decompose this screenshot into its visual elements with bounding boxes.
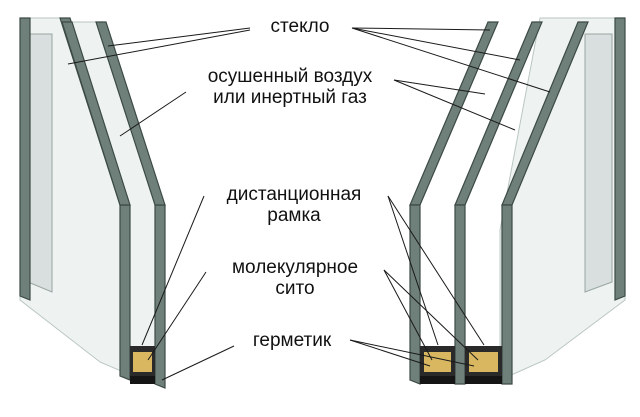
label-molecular-sieve: молекулярное сито [231, 257, 359, 299]
right-glass-slope-1 [409, 21, 499, 206]
label-sealant: герметик [252, 330, 332, 351]
leader-lines [67, 27, 551, 381]
label-gas: осушенный воздух или инертный газ [207, 66, 373, 108]
right-glass-edge-2 [454, 204, 466, 385]
left-glass-slope-1 [61, 21, 131, 206]
left-sealant [130, 376, 155, 384]
leader-spacer-left [141, 195, 205, 346]
leader-spacer-right-2 [387, 195, 485, 346]
leader-gas-right-1 [393, 79, 486, 95]
leader-glass-right-2 [351, 27, 521, 61]
leader-glass-right-3 [351, 27, 551, 93]
leader-sieve-left [147, 271, 207, 361]
leader-sealant-left [161, 345, 235, 381]
label-spacer: дистанционная рамка [226, 184, 362, 226]
left-glass-slope-2 [95, 21, 166, 206]
leader-gas-left [119, 91, 187, 137]
label-glass: стекло [270, 16, 330, 37]
leader-sealant-right-1 [349, 339, 431, 367]
leader-glass-left-1 [107, 27, 251, 47]
left-back-frame [27, 33, 53, 293]
leader-sieve-right-1 [383, 269, 433, 361]
left-back-glass-edge [19, 17, 31, 301]
right-glass-edge-3 [501, 204, 513, 385]
right-molecular-sieve-1 [424, 352, 451, 372]
right-sealant-2 [465, 376, 502, 384]
leader-sealant-right-2 [349, 339, 475, 367]
leader-spacer-right-1 [387, 195, 439, 346]
leader-glass-left-2 [67, 29, 251, 65]
left-molecular-sieve [133, 352, 152, 372]
leader-sieve-right-2 [383, 269, 479, 361]
right-molecular-sieve-2 [469, 352, 498, 372]
left-glass-edge-2 [154, 204, 166, 389]
right-back-glass-edge [614, 17, 626, 301]
right-back-frame [584, 33, 613, 293]
leader-gas-right-2 [393, 79, 516, 131]
leader-glass-right-1 [351, 27, 491, 31]
left-glass-unit [19, 17, 166, 389]
right-sealant-1 [420, 376, 455, 384]
right-glass-unit [409, 17, 626, 385]
left-glass-edge-1 [119, 204, 131, 381]
